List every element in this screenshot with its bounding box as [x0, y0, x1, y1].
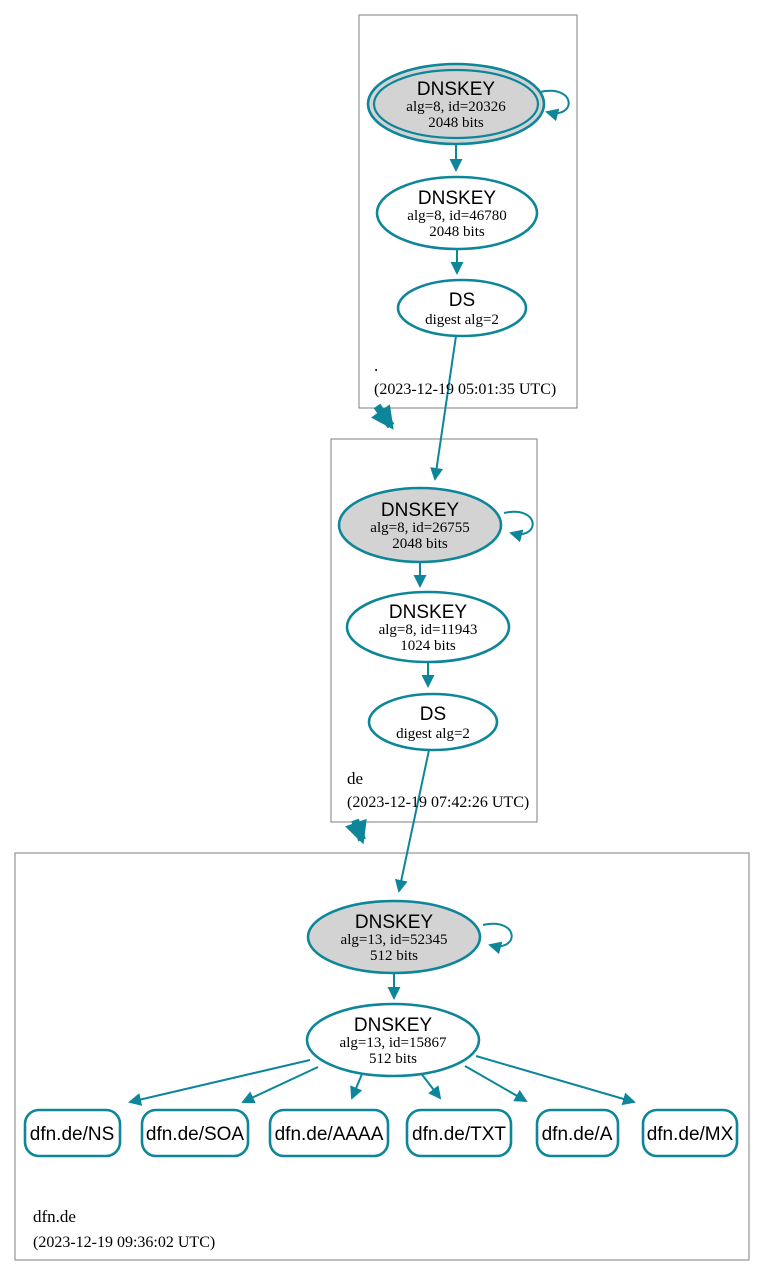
- node-bits: 512 bits: [370, 948, 418, 964]
- edge-root-ksk-selfloop: [539, 89, 570, 122]
- node-rrset-dfn-de-a[interactable]: dfn.de/A: [535, 1108, 620, 1158]
- edges-dfn-de: [128, 922, 636, 1106]
- rrset-label: dfn.de/NS: [30, 1124, 115, 1145]
- edge-delegation-de-to-dfnde: [345, 818, 367, 845]
- node-ds-root[interactable]: DS digest alg=2: [396, 278, 528, 338]
- node-detail: digest alg=2: [425, 312, 499, 328]
- node-dnskey-26755[interactable]: DNSKEY alg=8, id=26755 2048 bits: [337, 486, 503, 564]
- node-detail: alg=13, id=52345: [341, 932, 448, 948]
- edge-dfnde-zsk-to-aaaa: [350, 1073, 363, 1100]
- edge-dfnde-ksk-selfloop: [482, 922, 513, 955]
- rrset-label: dfn.de/TXT: [412, 1124, 506, 1145]
- edges-de: [413, 510, 534, 688]
- node-rrset-dfn-de-soa[interactable]: dfn.de/SOA: [140, 1108, 250, 1158]
- edge-dfnde-zsk-to-mx: [475, 1055, 636, 1106]
- zone-label-dfn-de: dfn.de: [33, 1207, 76, 1226]
- rrset-label: dfn.de/MX: [647, 1124, 734, 1145]
- rrset-label: dfn.de/AAAA: [275, 1124, 384, 1145]
- edge-dfnde-zsk-to-ns: [128, 1059, 311, 1106]
- node-detail: alg=8, id=46780: [407, 208, 506, 224]
- node-detail: alg=8, id=26755: [370, 520, 469, 536]
- node-title: DNSKEY: [417, 79, 495, 100]
- zone-timestamp-de: (2023-12-19 07:42:26 UTC): [347, 794, 529, 811]
- node-title: DNSKEY: [355, 912, 433, 933]
- zone-timestamp-dfn-de: (2023-12-19 09:36:02 UTC): [33, 1234, 215, 1251]
- node-title: DNSKEY: [389, 602, 467, 623]
- node-dnskey-46780[interactable]: DNSKEY alg=8, id=46780 2048 bits: [375, 175, 539, 251]
- node-dnskey-11943[interactable]: DNSKEY alg=8, id=11943 1024 bits: [345, 590, 511, 664]
- zone-timestamp-root: (2023-12-19 05:01:35 UTC): [374, 381, 556, 398]
- node-dnskey-20326[interactable]: DNSKEY alg=8, id=20326 2048 bits: [366, 62, 546, 146]
- node-rrset-dfn-de-ns[interactable]: dfn.de/NS: [23, 1108, 122, 1158]
- node-title: DS: [449, 290, 475, 311]
- node-dnskey-52345[interactable]: DNSKEY alg=13, id=52345 512 bits: [306, 899, 482, 975]
- edge-delegation-root-to-de: [371, 403, 395, 430]
- rrset-label: dfn.de/A: [542, 1124, 613, 1145]
- edge-de-ds-to-dfnde-ksk: [394, 749, 430, 893]
- edge-dfnde-zsk-to-soa: [241, 1066, 319, 1104]
- edge-dfnde-zsk-to-txt: [419, 1071, 442, 1100]
- node-rrset-dfn-de-aaaa[interactable]: dfn.de/AAAA: [268, 1108, 390, 1158]
- node-title: DS: [420, 704, 446, 725]
- edges-root: [449, 89, 570, 275]
- node-ds-de[interactable]: DS digest alg=2: [367, 692, 499, 752]
- node-title: DNSKEY: [354, 1015, 432, 1036]
- node-dnskey-15867[interactable]: DNSKEY alg=13, id=15867 512 bits: [305, 1002, 481, 1078]
- node-rrset-dfn-de-txt[interactable]: dfn.de/TXT: [405, 1108, 513, 1158]
- node-bits: 2048 bits: [428, 115, 484, 131]
- rrset-label: dfn.de/SOA: [146, 1124, 245, 1145]
- edge-root-ds-to-de-ksk: [430, 335, 457, 481]
- edge-dfnde-zsk-to-a: [464, 1065, 528, 1102]
- node-detail: alg=8, id=20326: [406, 99, 506, 115]
- node-detail: alg=8, id=11943: [379, 622, 478, 638]
- node-bits: 2048 bits: [429, 224, 485, 240]
- node-detail: alg=13, id=15867: [340, 1035, 447, 1051]
- node-bits: 2048 bits: [392, 536, 448, 552]
- zone-label-de: de: [347, 769, 363, 788]
- node-bits: 512 bits: [369, 1051, 417, 1067]
- node-rrset-dfn-de-mx[interactable]: dfn.de/MX: [641, 1108, 739, 1158]
- zone-label-root: .: [374, 356, 378, 375]
- edge-de-ksk-selfloop: [503, 510, 534, 543]
- node-detail: digest alg=2: [396, 726, 470, 742]
- node-title: DNSKEY: [418, 188, 496, 209]
- node-title: DNSKEY: [381, 500, 459, 521]
- node-bits: 1024 bits: [400, 638, 456, 654]
